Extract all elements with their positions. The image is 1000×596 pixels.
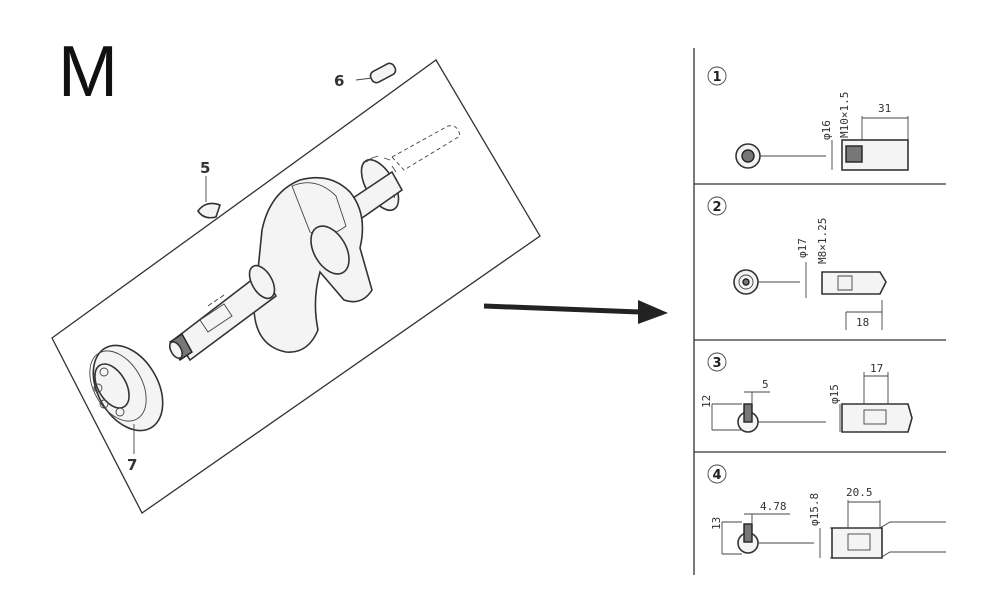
panel-1-length: 31 [878,102,891,115]
panel-4-diameter: φ15.8 [808,493,821,526]
panel-4-length: 20.5 [846,486,873,499]
panel-4-height: 13 [710,517,723,530]
panel-4-number: 4 [712,468,721,483]
panel-4: 4 13 4.78 20.5 φ15.8 [707,464,946,559]
section-letter: M [58,32,118,112]
panel-2: 2 18 φ17 M8×1.25 [707,196,887,330]
part-5-key [197,176,222,219]
panel-4-key-width: 4.78 [760,500,787,513]
callout-7: 7 [127,456,137,474]
part-7-bearing [89,344,164,454]
panel-1-diameter: φ16 [820,120,833,140]
panel-3-number: 3 [712,356,721,371]
panel-3-diameter: φ15 [828,384,841,404]
panel-1: 1 31 φ16 M10×1.5 [707,66,909,171]
panel-2-number: 2 [712,200,721,215]
part-6-key [355,62,397,84]
panel-2-length: 18 [856,316,869,329]
panel-1-thread: M10×1.5 [838,92,851,138]
arrow-to-details [483,300,668,324]
callout-5: 5 [200,159,210,177]
crankshaft [168,125,461,362]
detail-panels [693,48,946,575]
panel-2-diameter: φ17 [796,238,809,258]
panel-3-length: 17 [870,362,883,375]
panel-3: 3 12 5 17 φ15 [700,352,913,433]
exploded-view-frame [51,59,541,514]
callout-6: 6 [334,72,344,90]
panel-1-number: 1 [712,70,721,85]
panel-2-thread: M8×1.25 [816,218,829,264]
panel-3-key-width: 5 [762,378,769,391]
panel-3-height: 12 [700,395,713,408]
